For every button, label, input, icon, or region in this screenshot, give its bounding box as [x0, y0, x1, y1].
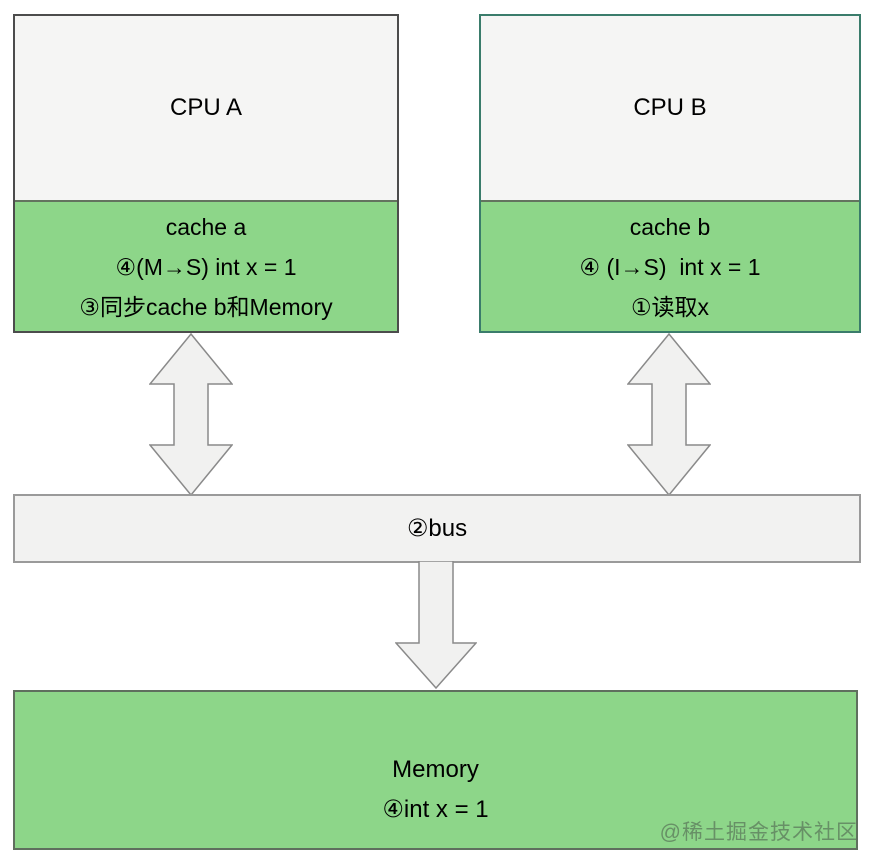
cpu-a-title: CPU A: [169, 94, 243, 121]
cache-b-action-line: ①读取x: [630, 293, 710, 320]
memory-value-line: ④int x = 1: [382, 796, 489, 823]
cpu-b-box: CPU B cache b ④ (I→S) int x = 1 ①读取x: [479, 14, 861, 333]
bus-label: ②bus: [406, 515, 468, 542]
bidirectional-arrow-icon: [149, 333, 233, 496]
cache-b-state-line: ④ (I→S) int x = 1: [579, 253, 761, 280]
cache-a-state-line: ④(M→S) int x = 1: [115, 253, 297, 280]
watermark: @稀土掘金技术社区: [659, 821, 858, 844]
memory-box: Memory ④int x = 1: [13, 690, 858, 850]
cpu-a-box: CPU A cache a ④(M→S) int x = 1 ③同步cache …: [13, 14, 399, 333]
cache-a-action-line: ③同步cache b和Memory: [79, 293, 333, 320]
cache-b-section: cache b ④ (I→S) int x = 1 ①读取x: [481, 200, 859, 331]
cpu-b-title: CPU B: [633, 94, 707, 121]
cache-a-section: cache a ④(M→S) int x = 1 ③同步cache b和Memo…: [15, 200, 397, 331]
cache-a-name: cache a: [165, 213, 247, 240]
cache-b-name: cache b: [629, 213, 711, 240]
memory-title: Memory: [392, 756, 479, 783]
bus-bar: ②bus: [13, 494, 861, 563]
down-arrow-icon: [395, 561, 477, 689]
bidirectional-arrow-icon: [627, 333, 711, 496]
